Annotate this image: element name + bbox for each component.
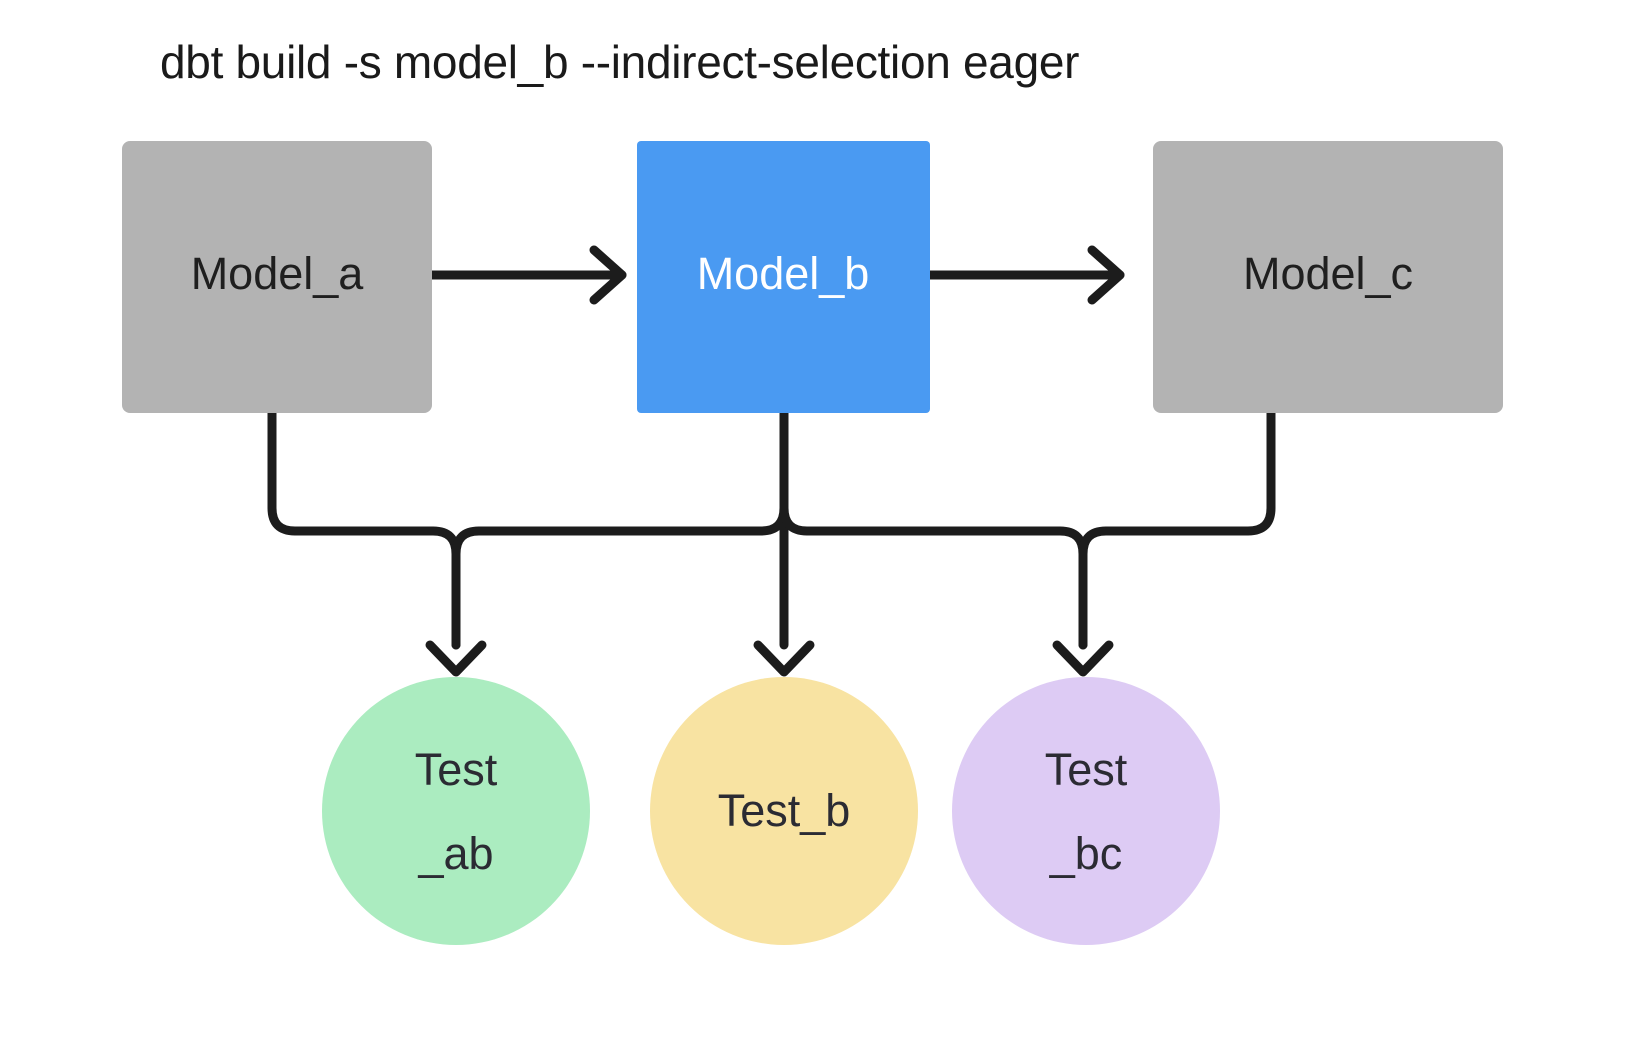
model-a-box[interactable]	[122, 141, 432, 413]
model-node-model-a[interactable]: Model_a	[122, 141, 432, 413]
test-ab-circle[interactable]	[322, 677, 590, 945]
model-a-label: Model_a	[191, 248, 365, 299]
edge-model-b-to-test-bc	[779, 408, 1088, 650]
edge-model-b-to-model-c	[925, 245, 1125, 305]
edge-layer	[267, 245, 1276, 677]
arrowhead-into-test-ab	[425, 640, 487, 677]
model-node-model-c[interactable]: Model_c	[1153, 141, 1503, 413]
arrowhead-into-test-bc	[1052, 640, 1114, 677]
diagram-title: dbt build -s model_b --indirect-selectio…	[160, 36, 1079, 88]
model-node-model-b[interactable]: Model_b	[637, 141, 930, 413]
model-b-box[interactable]	[637, 141, 930, 413]
test-node-test-bc[interactable]: Test _bc	[952, 677, 1220, 945]
test-b-label-line1: Test_b	[718, 785, 851, 836]
test-ab-label-line1: Test	[415, 744, 498, 795]
test-b-circle[interactable]	[650, 677, 918, 945]
model-b-label: Model_b	[697, 248, 870, 299]
arrowhead-into-test-b	[753, 640, 815, 677]
test-bc-circle[interactable]	[952, 677, 1220, 945]
test-ab-label-line2: _ab	[417, 828, 493, 879]
model-c-label: Model_c	[1243, 248, 1413, 299]
edge-model-a-to-test-ab	[267, 408, 461, 650]
test-bc-label-line2: _bc	[1049, 828, 1123, 879]
edge-model-a-to-model-b	[427, 245, 627, 305]
edge-model-c-to-test-bc	[1078, 408, 1276, 650]
edge-model-b-to-test-ab	[451, 408, 789, 650]
test-node-test-b[interactable]: Test_b	[650, 677, 918, 945]
model-c-box[interactable]	[1153, 141, 1503, 413]
test-node-test-ab[interactable]: Test _ab	[322, 677, 590, 945]
test-bc-label-line1: Test	[1045, 744, 1128, 795]
